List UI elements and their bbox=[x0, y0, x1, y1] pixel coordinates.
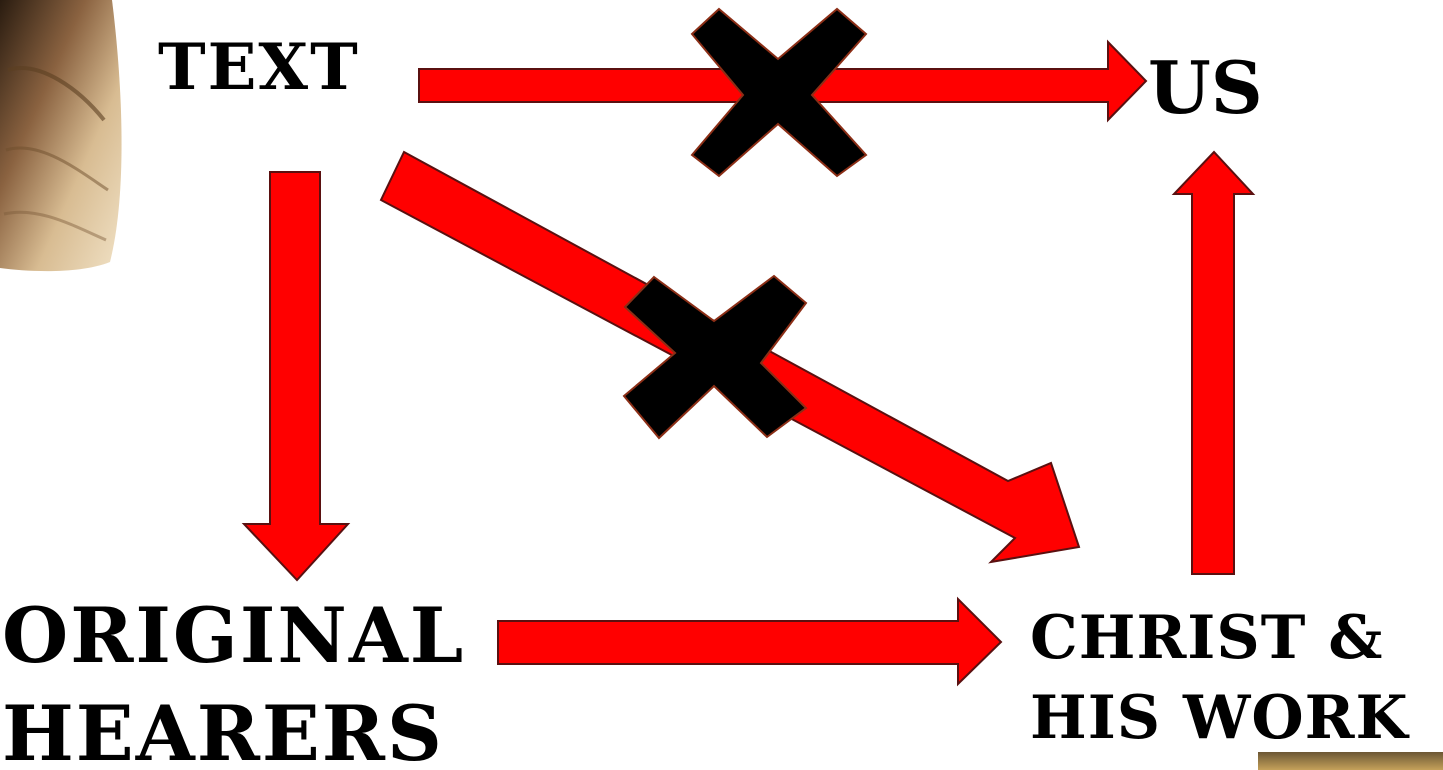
node-christ-label-line2: HIS WORK bbox=[1030, 688, 1409, 748]
node-original-hearers-label-line1: ORIGINAL bbox=[2, 598, 465, 674]
arrow-text-to-original bbox=[244, 172, 348, 580]
bottom-right-photo bbox=[1258, 752, 1443, 770]
node-text-label: TEXT bbox=[158, 36, 360, 100]
scroll-photo bbox=[0, 0, 122, 271]
node-christ-label-line1: CHRIST & bbox=[1030, 608, 1383, 668]
node-us-label: US bbox=[1148, 52, 1263, 124]
arrow-original-to-christ bbox=[498, 599, 1001, 684]
arrow-christ-to-us bbox=[1174, 152, 1253, 574]
node-original-hearers-label-line2: HEARERS bbox=[2, 696, 444, 770]
